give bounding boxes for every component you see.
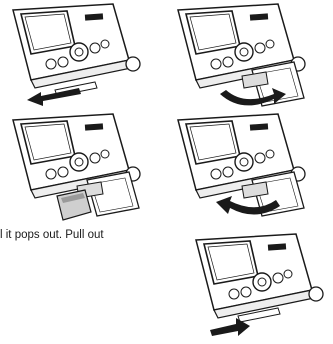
memory-card	[57, 190, 91, 220]
figure-step-2	[170, 2, 330, 112]
figure-step-4	[170, 112, 330, 227]
instruction-text: l it pops out. Pull out	[0, 229, 104, 241]
camera-illustration	[13, 4, 140, 88]
figure-step-3	[5, 112, 165, 227]
slide-left-arrow-icon	[27, 88, 81, 106]
camera-illustration	[196, 234, 323, 318]
figure-step-5	[188, 232, 330, 342]
figure-step-1	[5, 2, 155, 107]
